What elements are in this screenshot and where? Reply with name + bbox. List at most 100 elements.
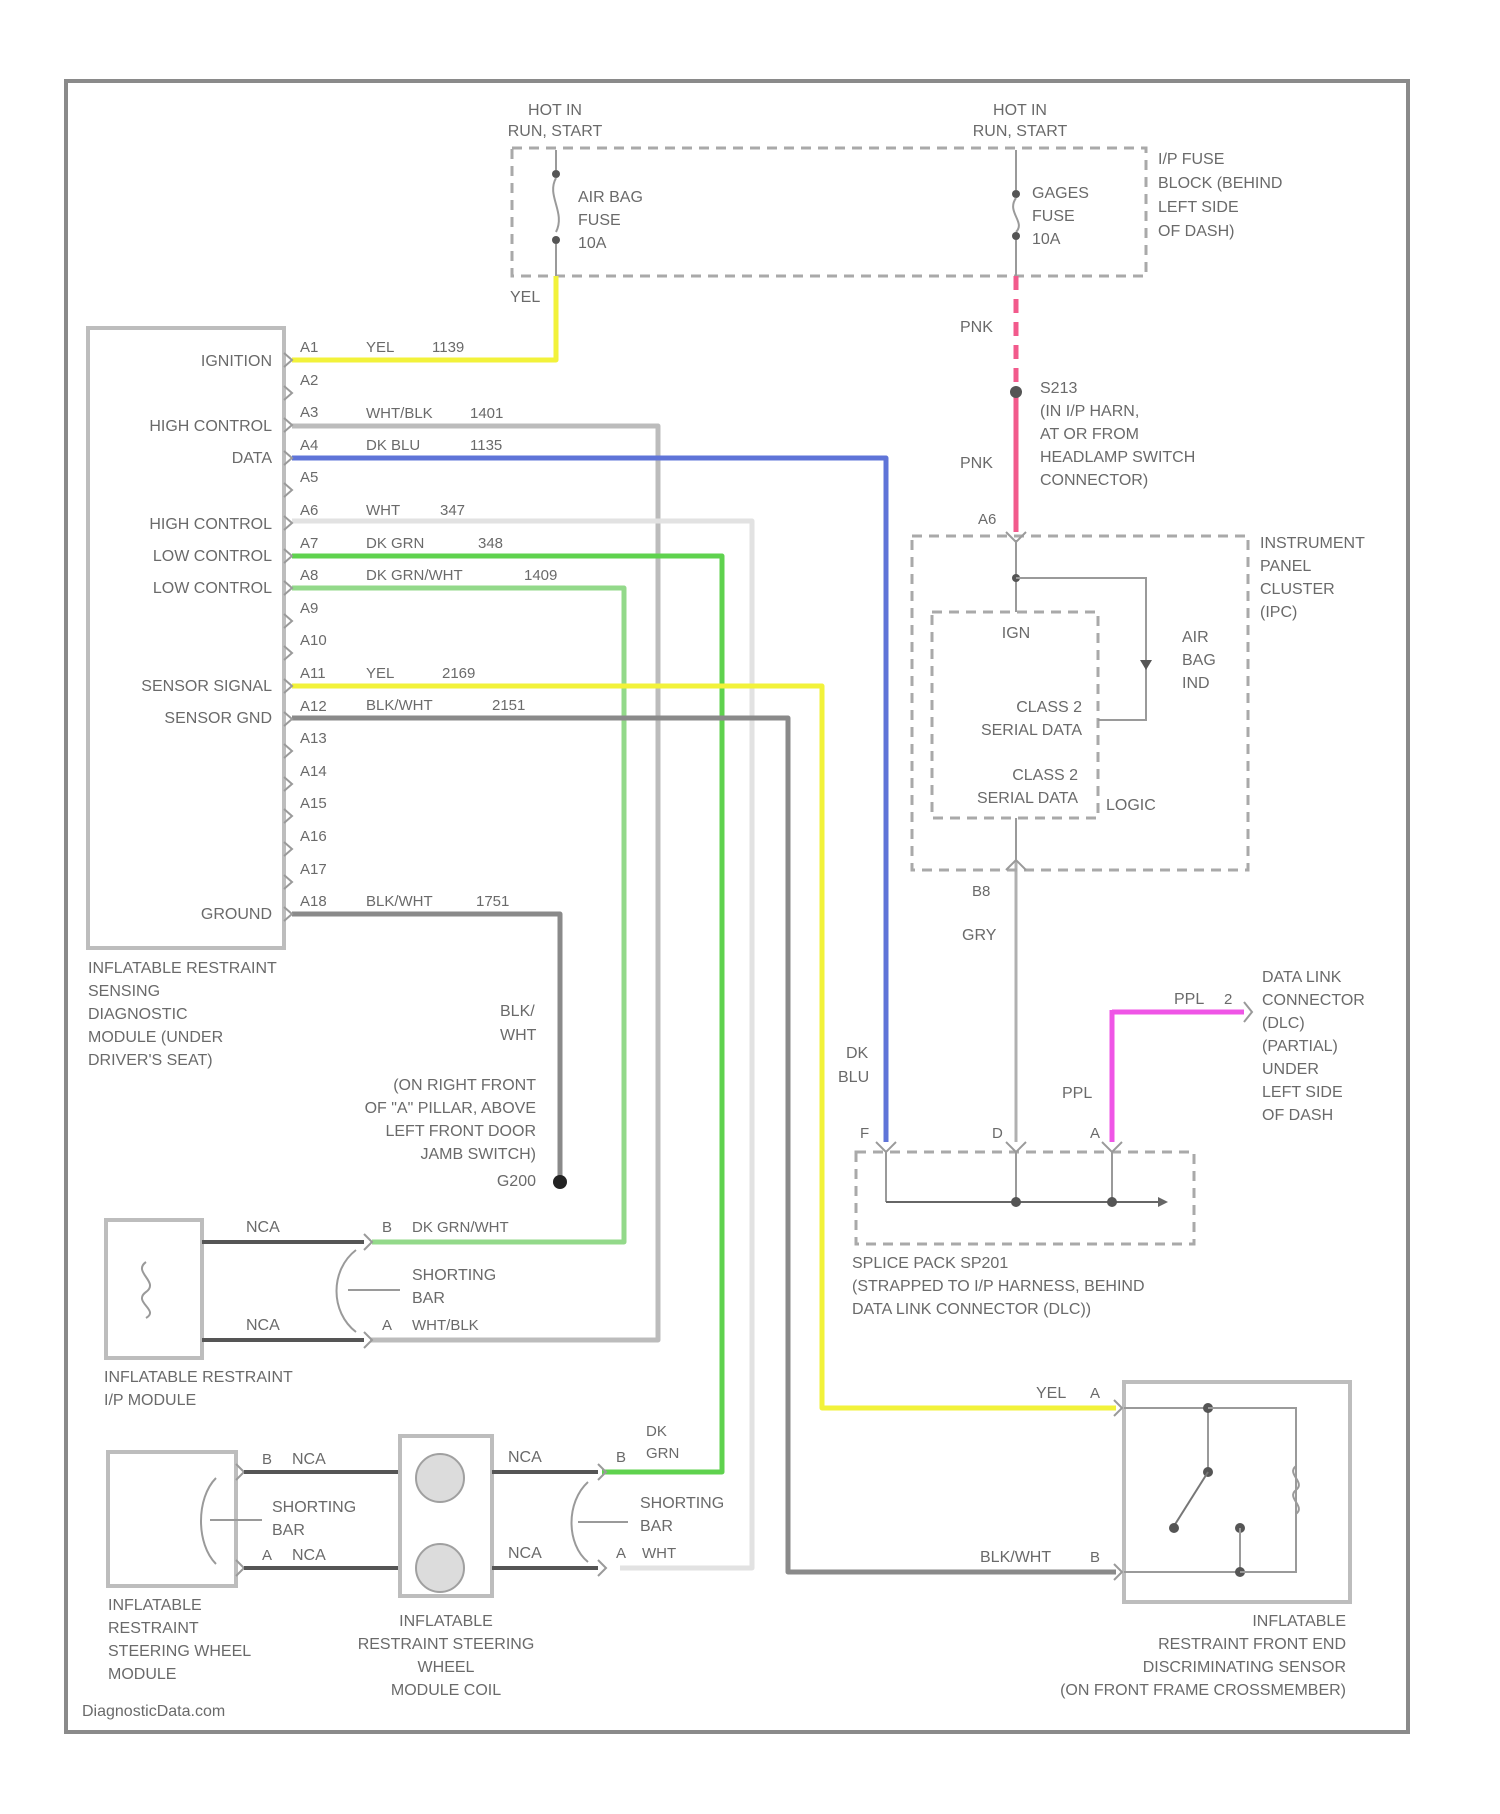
air-bag-indicator-icon: [1140, 660, 1152, 670]
sdm-a7-color: DK GRN: [366, 535, 424, 552]
fuse-block: HOT IN RUN, START HOT IN RUN, START AIR …: [508, 102, 1283, 276]
dlc-name-6: LEFT SIDE: [1262, 1084, 1343, 1101]
ipc-module: A6 IGN AIR BAG IND CLASS 2 SERIAL DATA C…: [912, 511, 1365, 944]
coil-pin-a: A: [616, 1545, 626, 1562]
source-watermark: DiagnosticData.com: [82, 1703, 225, 1720]
ground-wire-1: BLK/: [500, 1003, 535, 1020]
g200-line-5: G200: [497, 1173, 536, 1190]
sdm-func-low-control-2: LOW CONTROL: [153, 580, 272, 597]
wire-yel-label: YEL: [510, 289, 540, 306]
ipc-pin-b8: B8: [972, 883, 990, 900]
steering-module: B A NCA NCA SHORTING BAR INFLATABLE REST…: [108, 1451, 400, 1683]
gages-fuse-line-2: FUSE: [1032, 208, 1075, 225]
ipc-pin-a6: A6: [978, 511, 996, 528]
g200-line-4: JAMB SWITCH): [420, 1146, 536, 1163]
sensor-name-4: (ON FRONT FRAME CROSSMEMBER): [1060, 1682, 1346, 1699]
sdm-a8-color: DK GRN/WHT: [366, 567, 463, 584]
ip-shorting-1: SHORTING: [412, 1267, 496, 1284]
sdm-pin-label: A10: [300, 632, 327, 649]
ipc-class2-b-1: CLASS 2: [1012, 767, 1078, 784]
sdm-a1-circuit: 1139: [432, 339, 464, 356]
air-bag-fuse-line-3: 10A: [578, 235, 607, 252]
sdm-module: IGNITION HIGH CONTROL DATA HIGH CONTROL …: [88, 328, 557, 1069]
sdm-a3-color: WHT/BLK: [366, 405, 433, 422]
coil-circuit-b-2: GRN: [646, 1445, 679, 1462]
ipc-class2-b-2: SERIAL DATA: [977, 790, 1078, 807]
ip-pin-b: B: [382, 1219, 392, 1236]
sensor-wire-b: BLK/WHT: [980, 1549, 1051, 1566]
ip-wire-bot: NCA: [246, 1317, 280, 1334]
ip-circuit-a: WHT/BLK: [412, 1317, 479, 1334]
front-sensor: YEL A BLK/WHT B INFLATABLE RESTRAINT FRO…: [980, 1382, 1350, 1699]
dlc-name-5: UNDER: [1262, 1061, 1319, 1078]
ipc-class2-a-1: CLASS 2: [1016, 699, 1082, 716]
ip-wire-top: NCA: [246, 1219, 280, 1236]
left-hot-line-1: HOT IN: [528, 102, 582, 119]
s213-line-4: HEADLAMP SWITCH: [1040, 449, 1195, 466]
air-bag-fuse-icon: [553, 178, 559, 232]
sdm-pin-label: A3: [300, 404, 318, 421]
ipc-class2-a-2: SERIAL DATA: [981, 722, 1082, 739]
sdm-pin-label: A17: [300, 861, 327, 878]
dlc-name-4: (PARTIAL): [1262, 1038, 1338, 1055]
dlc-connector-icon: [1244, 1002, 1252, 1022]
coil-circuit-a: WHT: [642, 1545, 676, 1562]
sdm-pin-label: A11: [300, 665, 326, 682]
g200-line-2: OF "A" PILLAR, ABOVE: [365, 1100, 536, 1117]
steering-pin-b: B: [262, 1451, 272, 1468]
sdm-pin-label: A5: [300, 469, 318, 486]
sensor-pin-b: B: [1090, 1549, 1100, 1566]
sdm-a12-circuit: 2151: [492, 697, 525, 714]
wire-dk-blu: [292, 458, 886, 1142]
sdm-func-sensor-signal: SENSOR SIGNAL: [141, 678, 272, 695]
ipc-airbag-ind-2: BAG: [1182, 652, 1216, 669]
ground-g200-icon: [553, 1175, 567, 1189]
fuse-block-line-3: LEFT SIDE: [1158, 199, 1239, 216]
sdm-a11-circuit: 2169: [442, 665, 475, 682]
sdm-a12-color: BLK/WHT: [366, 697, 433, 714]
sdm-pin-label: A6: [300, 502, 318, 519]
ip-module-squib-icon: [142, 1262, 150, 1318]
dlc-name-3: (DLC): [1262, 1015, 1305, 1032]
right-hot-line-1: HOT IN: [993, 102, 1047, 119]
splice-wire-f-2: BLU: [838, 1069, 869, 1086]
coil-pin-b: B: [616, 1449, 626, 1466]
g200-line-1: (ON RIGHT FRONT: [393, 1077, 536, 1094]
sdm-a7-circuit: 348: [478, 535, 503, 552]
steering-shorting-1: SHORTING: [272, 1499, 356, 1516]
dlc-name-2: CONNECTOR: [1262, 992, 1365, 1009]
sdm-a18-circuit: 1751: [476, 893, 509, 910]
sdm-func-high-control-2: HIGH CONTROL: [149, 516, 272, 533]
sdm-a6-circuit: 347: [440, 502, 465, 519]
sdm-a1-color: YEL: [366, 339, 394, 356]
ipc-name-3: CLUSTER: [1260, 581, 1335, 598]
s213-line-3: AT OR FROM: [1040, 426, 1139, 443]
sdm-pin-label: A7: [300, 535, 318, 552]
dlc-wire: PPL: [1174, 991, 1204, 1008]
sdm-pin-label: A14: [300, 763, 327, 780]
coil-name-1: INFLATABLE: [399, 1613, 493, 1630]
sdm-func-low-control-1: LOW CONTROL: [153, 548, 272, 565]
ipc-airbag-ind-3: IND: [1182, 675, 1210, 692]
ip-module-name-2: I/P MODULE: [104, 1392, 196, 1409]
steering-name-1: INFLATABLE: [108, 1597, 202, 1614]
sdm-a4-color: DK BLU: [366, 437, 420, 454]
steering-wire-bot: NCA: [292, 1547, 326, 1564]
coil-wire-top: NCA: [508, 1449, 542, 1466]
s213-line-5: CONNECTOR): [1040, 472, 1148, 489]
sdm-name-4: MODULE (UNDER: [88, 1029, 223, 1046]
right-hot-line-2: RUN, START: [973, 123, 1068, 140]
wire-ground: [292, 914, 560, 1180]
gages-fuse-line-1: GAGES: [1032, 185, 1089, 202]
sdm-pin-label: A16: [300, 828, 327, 845]
sdm-a4-circuit: 1135: [470, 437, 502, 454]
coil-circuit-b-1: DK: [646, 1423, 667, 1440]
coil-name-2: RESTRAINT STEERING: [358, 1636, 535, 1653]
sdm-pin-label: A12: [300, 698, 327, 715]
splice-pack-outline: [856, 1152, 1194, 1244]
air-bag-fuse-line-2: FUSE: [578, 212, 621, 229]
sdm-a3-circuit: 1401: [470, 405, 503, 422]
sdm-name-1: INFLATABLE RESTRAINT: [88, 960, 277, 977]
steering-pin-a: A: [262, 1547, 272, 1564]
